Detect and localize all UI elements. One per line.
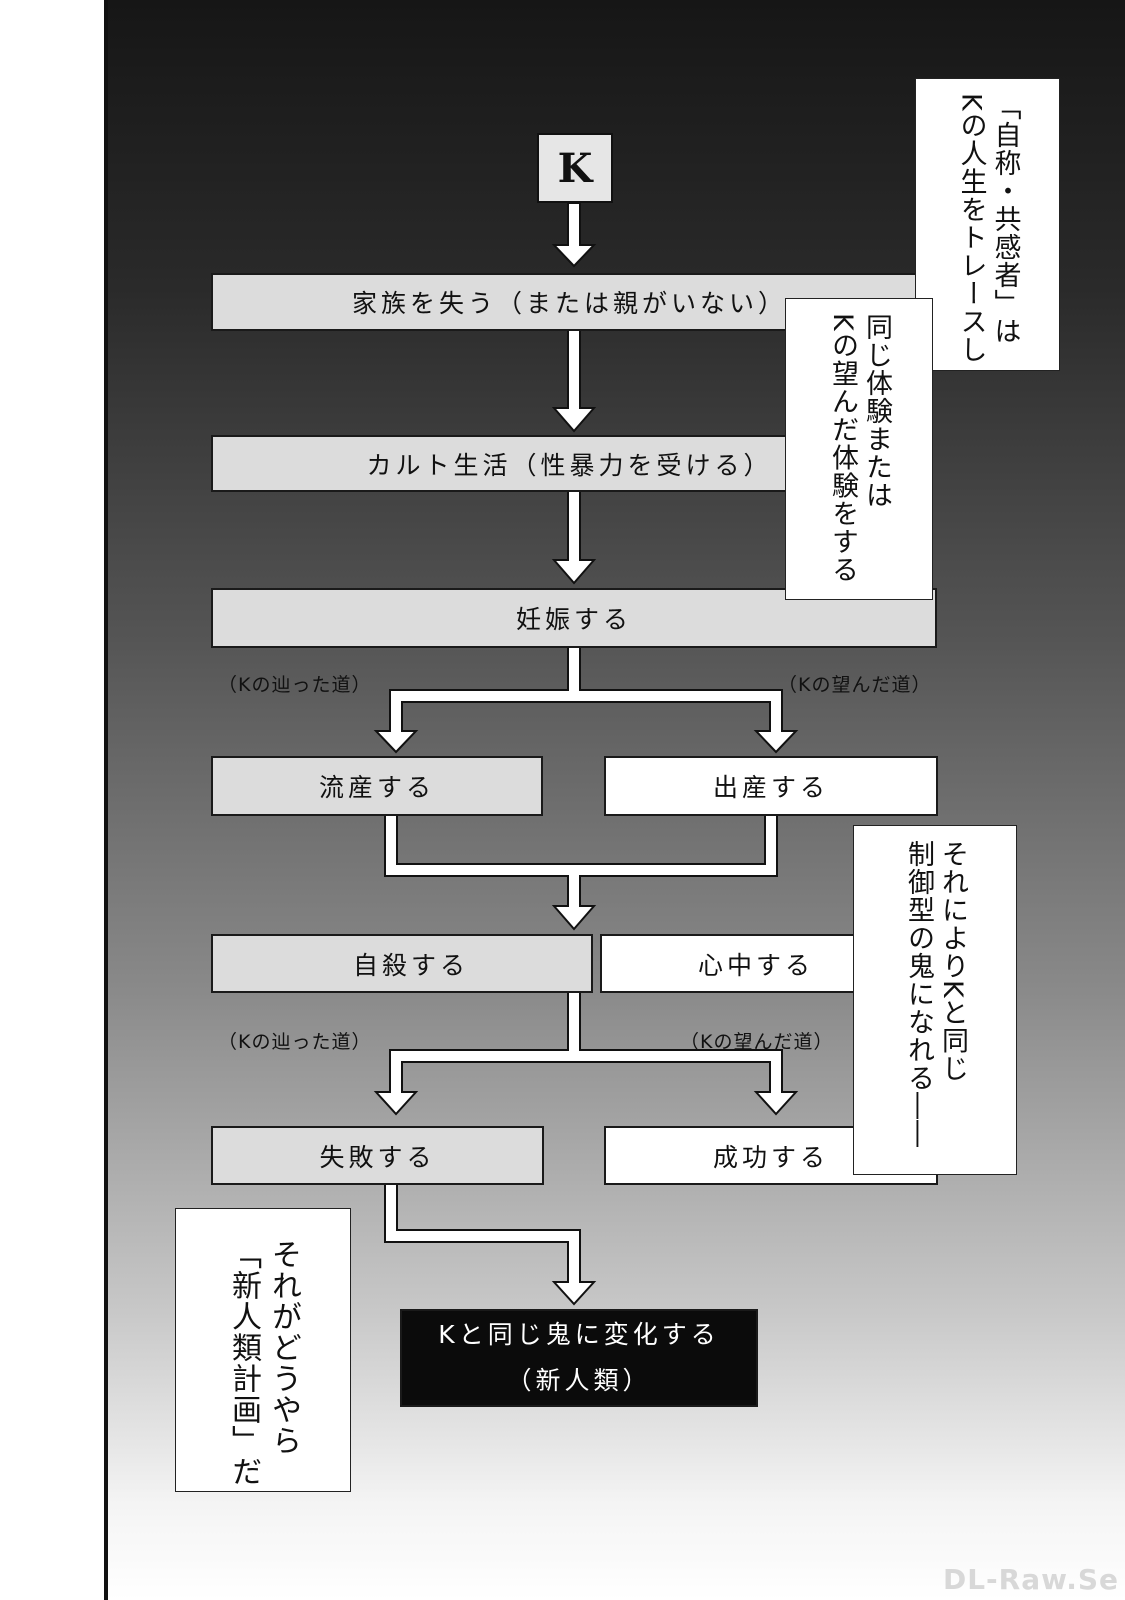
arrow-fail-to-transform [384, 1179, 597, 1306]
step-fail: 失敗する [211, 1126, 544, 1185]
label-path-wished: （Kの望んだ道） [778, 674, 932, 696]
caption-self-styled-empath: 「自称・共感者」は Kの人生をトレースし [915, 78, 1060, 371]
label-path-traced: （Kの辿った道） [218, 674, 372, 696]
caption-text-4: それがどうやら 「新人類計画」だ [226, 1239, 301, 1487]
step-suicide: 自殺する [211, 934, 593, 993]
step-miscarry: 流産する [211, 756, 543, 816]
caption-text-1: 「自称・共感者」は Kの人生をトレースし [955, 93, 1021, 364]
step-give-birth: 出産する [604, 756, 938, 816]
arrow-cult-to-pregnant [551, 489, 597, 585]
caption-controlled-oni: それによりKと同じ 制御型の鬼になれる―― [853, 825, 1017, 1175]
caption-new-humanity-plan: それがどうやら 「新人類計画」だ [175, 1208, 351, 1492]
step-transform: Kと同じ鬼に変化する （新人類） [400, 1309, 758, 1407]
arrow-pregnant-branch [373, 645, 799, 754]
caption-text-2: 同じ体験または Kの望んだ体験をする [827, 313, 892, 584]
arrow-merge-to-suicide [384, 814, 778, 931]
label-path-traced-2: （Kの辿った道） [218, 1031, 372, 1053]
arrow-k-to-lose-family [551, 202, 597, 268]
label-path-wished-2: （Kの望んだ道） [680, 1031, 834, 1053]
arrow-lose-family-to-cult [551, 328, 597, 433]
transform-text-line1: Kと同じ鬼に変化する [438, 1320, 720, 1349]
arrow-suicide-branch [373, 989, 799, 1116]
start-k-box: K [537, 133, 613, 203]
watermark: DL-Raw.Se [942, 1563, 1119, 1596]
caption-text-3: それによりKと同じ 制御型の鬼になれる―― [903, 840, 968, 1148]
transform-text-line2: （新人類） [506, 1366, 652, 1395]
panel-border [104, 0, 108, 1600]
caption-same-experience: 同じ体験または Kの望んだ体験をする [785, 298, 933, 600]
